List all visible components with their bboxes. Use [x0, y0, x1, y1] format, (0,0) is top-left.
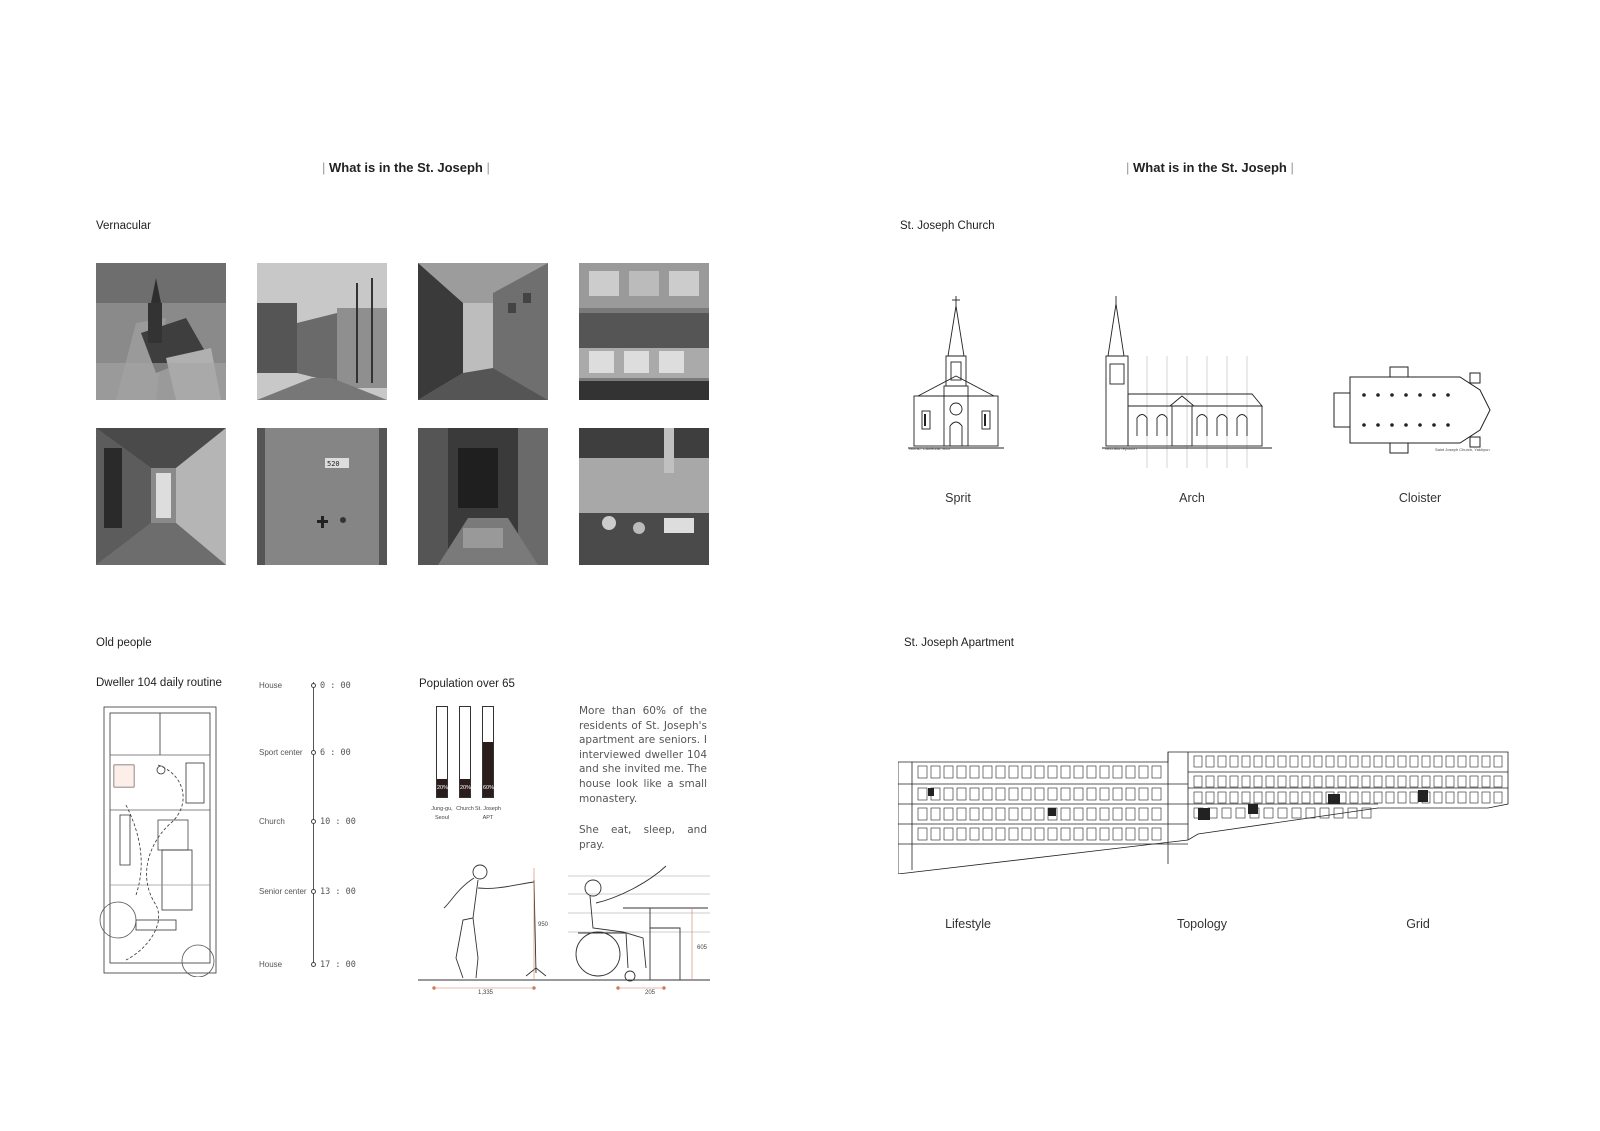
- header-bar: |: [322, 160, 326, 175]
- apartment-elevation-drawing: [898, 751, 1509, 874]
- timeline-place: Senior center: [259, 887, 307, 896]
- door-520-photo: [257, 428, 387, 565]
- timeline-time: 6 : 00: [320, 748, 351, 758]
- page-title: What is in the St. Joseph: [329, 160, 483, 175]
- population-bar-fill: [437, 778, 447, 797]
- church-cloister-plan: [1333, 366, 1491, 454]
- population-bar: 20%: [436, 706, 448, 798]
- dimension-table-height: 605: [697, 945, 708, 951]
- timeline-dot: [311, 962, 316, 967]
- caption-grid: Grid: [1406, 917, 1430, 931]
- population-bar-value: 20%: [460, 785, 472, 791]
- timeline-dot: [311, 819, 316, 824]
- street-trees-photo: [257, 263, 387, 400]
- timeline-dot: [311, 889, 316, 894]
- dimension-reach: 1,335: [478, 990, 494, 996]
- population-bar-value: 60%: [483, 785, 495, 791]
- timeline-place: Church: [259, 817, 285, 826]
- corridor-photo: [96, 428, 226, 565]
- caption-arch: Arch: [1179, 491, 1205, 505]
- population-bar-fill: [460, 778, 470, 797]
- floor-plan-drawing: [99, 706, 217, 977]
- church-spire-drawing: [908, 296, 1004, 449]
- apartment-facade-photo: [579, 263, 709, 400]
- population-bar: 60%: [482, 706, 494, 798]
- aerial-church-photo: [96, 263, 226, 400]
- population-bar-fill: [483, 741, 493, 797]
- door-number: 520: [327, 460, 340, 468]
- timeline-axis: [313, 682, 314, 967]
- timeline-dot: [311, 750, 316, 755]
- population-bar-value: 20%: [437, 785, 449, 791]
- header-bar: |: [1290, 160, 1294, 175]
- population-bar-category: APT: [482, 815, 494, 821]
- population-bar-category: Seoul: [434, 815, 450, 821]
- caption-sprit: Sprit: [945, 491, 971, 505]
- timeline-place: House: [259, 960, 283, 969]
- alley-photo: [418, 263, 548, 400]
- population-chart-title: Population over 65: [419, 678, 515, 690]
- timeline-time: 17 : 00: [320, 960, 356, 970]
- section-title-church: St. Joseph Church: [900, 220, 995, 232]
- dimension-step: 205: [645, 990, 656, 996]
- timeline-dot: [311, 683, 316, 688]
- dimension-cane-height: 950: [538, 922, 549, 928]
- dark-room-photo: [418, 428, 548, 565]
- page-header-right: | What is in the St. Joseph |: [1126, 160, 1294, 175]
- routine-title: Dweller 104 daily routine: [96, 677, 222, 689]
- population-bar-category: St. Joseph: [475, 806, 501, 812]
- caption-topology: Topology: [1176, 917, 1228, 931]
- header-bar: |: [486, 160, 490, 175]
- description-paragraph: More than 60% of the residents of St. Jo…: [579, 705, 707, 805]
- timeline-time: 13 : 00: [320, 887, 356, 897]
- population-bar-category: Jung-gu,: [431, 806, 453, 812]
- drawing-note: Gothic, Cathedral, arch: [909, 446, 951, 451]
- header-bar: |: [1126, 160, 1130, 175]
- section-title-old-people: Old people: [96, 637, 152, 649]
- seniors-sketch-drawing: [418, 864, 710, 990]
- timeline-place: House: [259, 681, 283, 690]
- kitchen-photo: [579, 428, 709, 565]
- church-arch-drawing: [1102, 296, 1272, 468]
- section-title-vernacular: Vernacular: [96, 220, 151, 232]
- description-paragraph-2: She eat, sleep, and pray.: [579, 824, 707, 851]
- population-bar: 20%: [459, 706, 471, 798]
- population-bar-category: Church: [456, 806, 474, 812]
- page-title: What is in the St. Joseph: [1133, 160, 1287, 175]
- timeline-time: 10 : 00: [320, 817, 356, 827]
- caption-lifestyle: Lifestyle: [945, 917, 991, 931]
- drawing-note: Saint Joseph Church, Yakhyun: [1435, 447, 1490, 452]
- page-header-left: | What is in the St. Joseph |: [322, 160, 490, 175]
- drawing-note: Grid and repitition: [1105, 446, 1137, 451]
- section-title-apartment: St. Joseph Apartment: [904, 637, 1014, 649]
- caption-cloister: Cloister: [1398, 491, 1442, 505]
- timeline-time: 0 : 00: [320, 681, 351, 691]
- timeline-place: Sport center: [259, 748, 303, 757]
